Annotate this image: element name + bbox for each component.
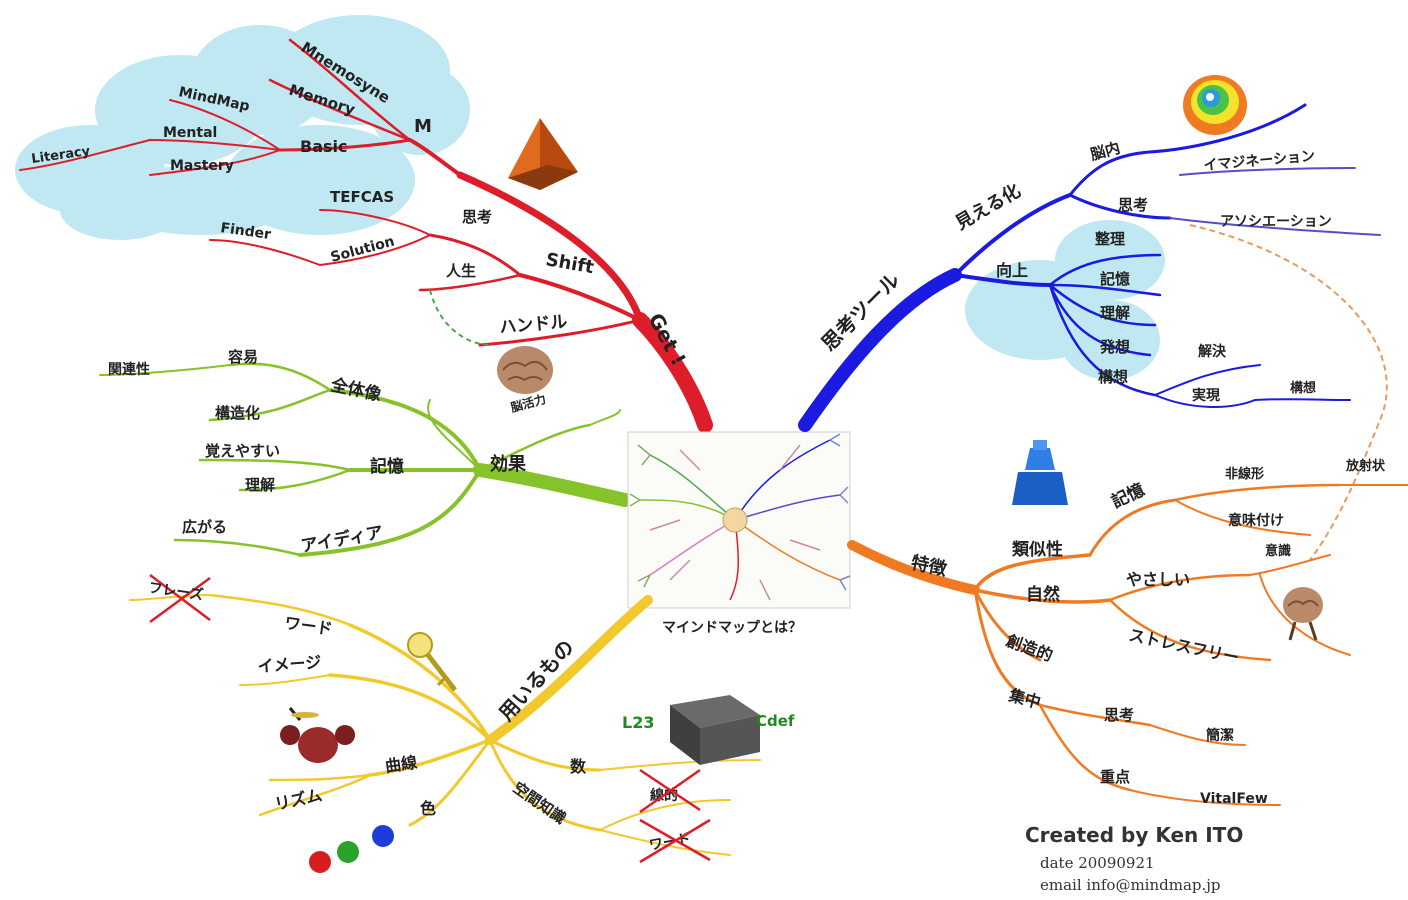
color-balls-icon — [309, 825, 394, 873]
blue-koujou-label: 向上 — [996, 261, 1028, 280]
green-kouzouka-label: 構造化 — [215, 404, 260, 422]
orange-kanketsu-label: 簡潔 — [1206, 727, 1234, 744]
blue-rikai-label: 理解 — [1100, 304, 1130, 322]
blue-kaiketsu-label: 解決 — [1198, 343, 1227, 360]
green-hirogaru-label: 広がる — [182, 518, 227, 536]
red-jinsei-label: 人生 — [446, 262, 476, 280]
red-mastery-label: Mastery — [170, 158, 234, 174]
orange-hoshasei-label: 放射状 — [1345, 458, 1386, 474]
green-yoi-label: 容易 — [227, 348, 258, 366]
orange-ishiki-label: 意識 — [1265, 543, 1291, 559]
blue-kouzou-label: 構想 — [1290, 380, 1316, 396]
orange-stressfree-label: ストレスフリー — [1127, 625, 1241, 667]
cloud-right — [965, 220, 1165, 380]
red-handle-label: ハンドル — [499, 312, 568, 338]
crossed-words-icon — [639, 768, 711, 864]
green-zentaizo-label: 全体像 — [328, 374, 384, 406]
credit-date: date 20090921 — [1040, 854, 1155, 872]
orange-yasashii-label: やさしい — [1126, 570, 1190, 589]
orange-vitalfew-label: VitalFew — [1200, 791, 1268, 807]
red-branch-lines — [19, 38, 713, 433]
pyramid-icon — [508, 118, 578, 190]
blue-kioku-label: 記憶 — [1100, 270, 1130, 288]
green-branch-lines — [99, 362, 632, 557]
blue-jitsugen-label: 実現 — [1192, 387, 1220, 404]
blue-kousou-label: 構想 — [1098, 368, 1128, 386]
brain-icon — [497, 346, 553, 394]
orange-souzouteki-label: 創造的 — [1003, 631, 1056, 666]
orange-shizen-label: 自然 — [1026, 584, 1060, 605]
orange-shuuchuu-label: 集中 — [1006, 685, 1043, 712]
blue-seiri-label: 整理 — [1095, 230, 1125, 248]
head-heatmap-icon — [1183, 75, 1247, 135]
green-kanrensei-label: 関連性 — [108, 361, 150, 378]
green-dashed-link — [429, 289, 491, 346]
cube-right-label: Cdef — [756, 712, 795, 730]
blue-association-label: アソシエーション — [1220, 214, 1332, 230]
red-basic-label: Basic — [300, 137, 347, 156]
cube-left-label: L23 — [622, 713, 654, 732]
orange-juuten-label: 重点 — [1100, 768, 1130, 786]
cloud-top-left — [15, 15, 470, 240]
orange-shikou-label: 思考 — [1104, 706, 1134, 724]
green-oboeyasui-label: 覚えやすい — [205, 442, 280, 460]
cube-icon — [670, 695, 760, 765]
green-rikai-label: 理解 — [245, 476, 275, 494]
yellow-rhythm-label: リズム — [273, 785, 324, 814]
center-map-image — [627, 431, 851, 609]
orange-dashed-link — [1189, 224, 1388, 561]
yellow-kuukan-label: 空間知識 — [510, 779, 569, 828]
red-solution-label: Solution — [329, 233, 396, 265]
orange-branch-lines — [847, 483, 1408, 806]
person-bust-icon — [1012, 440, 1068, 505]
green-main-label: 効果 — [490, 453, 527, 475]
red-finder-label: Finder — [219, 220, 272, 243]
center-label: マインドマップとは？ — [662, 620, 802, 636]
green-kioku-label: 記憶 — [370, 456, 404, 477]
red-m-label: M — [414, 116, 432, 137]
key-icon — [407, 632, 457, 692]
orange-hisenkei-label: 非線形 — [1225, 466, 1264, 482]
red-tefcas-label: TEFCAS — [330, 188, 394, 206]
yellow-kyokusen-label: 曲線 — [384, 753, 418, 776]
credit-created: Created by Ken ITO — [1025, 823, 1243, 847]
blue-branch-lines — [798, 103, 1381, 432]
yellow-branch-lines — [129, 593, 761, 856]
orange-ruijisei-label: 類似性 — [1011, 539, 1063, 560]
blue-hassou-label: 発想 — [1099, 338, 1130, 356]
orange-imizuke-label: 意味付け — [1228, 512, 1284, 529]
blue-shikou-label: 思考 — [1118, 196, 1148, 214]
yellow-kazu-label: 数 — [570, 757, 587, 776]
red-shikou-label: 思考 — [462, 208, 492, 226]
crossed-phrase-icon — [149, 574, 211, 624]
yellow-image-label: イメージ — [257, 653, 322, 676]
drum-kit-icon — [280, 707, 355, 763]
red-mental-label: Mental — [163, 125, 217, 141]
yellow-phrase-label: フレーズ — [147, 579, 204, 604]
brain-walker-icon — [1283, 587, 1323, 641]
brain-caption: 脳活力 — [509, 391, 548, 415]
credit-email: email info@mindmap.jp — [1040, 876, 1221, 894]
yellow-iro-label: 色 — [420, 799, 436, 818]
